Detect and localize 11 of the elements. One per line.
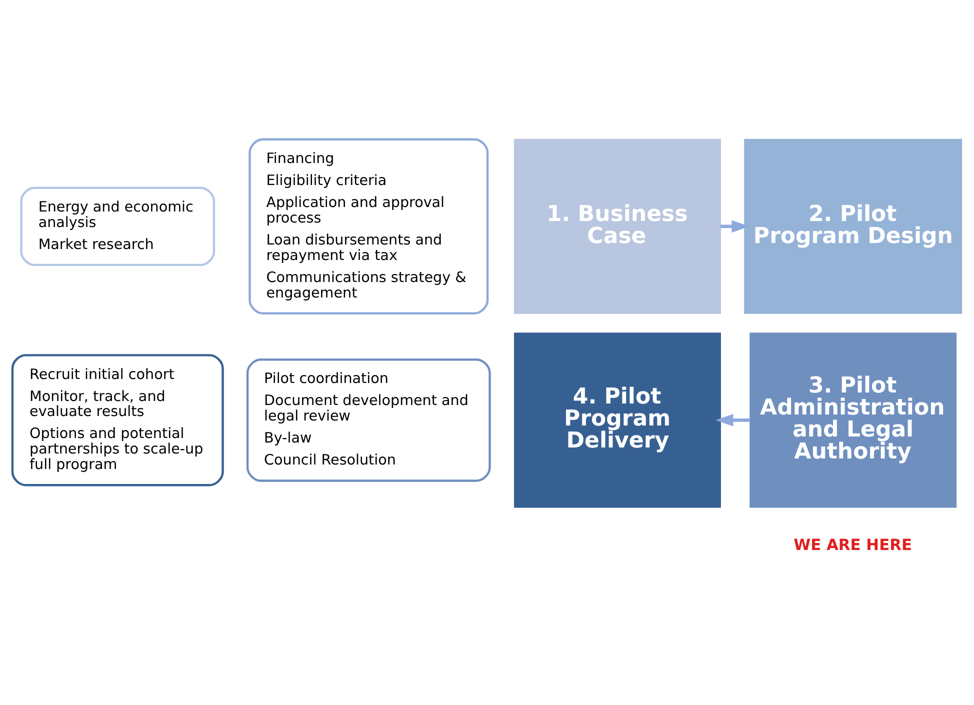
node-box: Pilot coordination Document development and legal review By-law Council Resolution: [246, 358, 491, 482]
node-box: 1. Business Case: [514, 138, 721, 314]
label: WE ARE HERE: [794, 535, 912, 554]
node-box: 4. Pilot Program Delivery: [514, 332, 721, 508]
arrow: [720, 220, 750, 232]
node-box: 3. Pilot Administration and Legal Authority: [750, 332, 957, 508]
node-box: 2. Pilot Program Design: [744, 138, 962, 314]
node-box: Energy and economic analysis Market research: [20, 186, 216, 266]
node-box: Recruit initial cohort Monitor, track, and evaluate results Options and potential partnerships to scale-up full program: [11, 354, 224, 486]
arrow: [716, 413, 750, 426]
node-box: Financing Eligibility criteria Application and approval process Loan disbursements and repayment via tax Communications strategy & engagement: [248, 138, 489, 314]
